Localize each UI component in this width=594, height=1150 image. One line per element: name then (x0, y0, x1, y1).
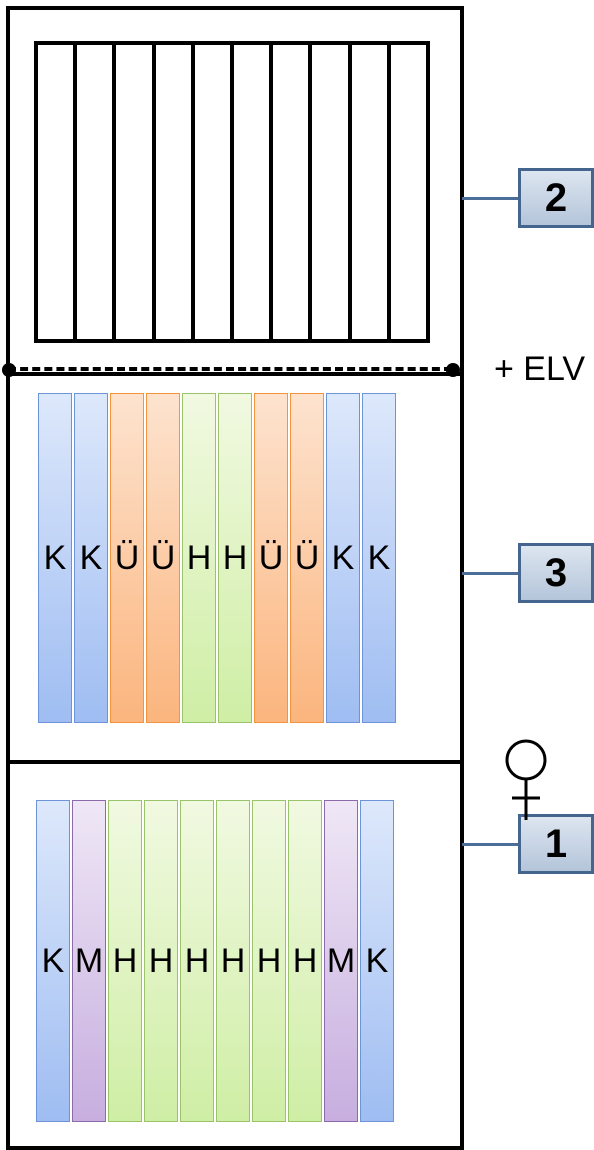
strip-letter: H (112, 941, 138, 980)
strip-h: H (288, 800, 322, 1122)
strip-k: K (74, 393, 108, 723)
female-symbol-icon (505, 739, 547, 820)
strip-letter: H (292, 941, 318, 980)
strip-u: Ü (110, 393, 144, 723)
strip-k: K (360, 800, 394, 1122)
slat (195, 45, 235, 339)
slat (234, 45, 274, 339)
left-divider-dot (2, 363, 16, 377)
strip-letter: H (256, 941, 282, 980)
strip-letter: K (43, 538, 67, 577)
strip-m: M (72, 800, 106, 1122)
strip-letter: H (184, 941, 210, 980)
connector-bottom (462, 843, 520, 846)
strip-letter: Ü (114, 538, 140, 577)
right-divider-dot (446, 363, 460, 377)
slat (391, 45, 426, 339)
label-box-top: 2 (518, 168, 594, 228)
strip-h: H (180, 800, 214, 1122)
connector-middle (462, 572, 520, 575)
strip-letter: K (367, 538, 391, 577)
unlabeled-slat-group (34, 41, 430, 343)
dashed-divider-line (8, 367, 452, 371)
label-number-middle: 3 (544, 550, 568, 595)
strip-letter: K (365, 941, 389, 980)
strip-h: H (108, 800, 142, 1122)
strip-h: H (218, 393, 252, 723)
strip-letter: H (148, 941, 174, 980)
strip-u: Ü (290, 393, 324, 723)
strip-letter: K (331, 538, 355, 577)
label-number-top: 2 (544, 175, 568, 220)
strip-letter: Ü (150, 538, 176, 577)
strip-u: Ü (146, 393, 180, 723)
label-number-bottom: 1 (544, 821, 568, 866)
strip-letter: H (222, 538, 248, 577)
strip-letter: Ü (258, 538, 284, 577)
slat (156, 45, 195, 339)
connector-top (462, 197, 520, 200)
side-note-text: + ELV (494, 350, 586, 388)
slat (116, 45, 156, 339)
slat (77, 45, 117, 339)
slat (273, 45, 313, 339)
strip-h: H (144, 800, 178, 1122)
label-box-middle: 3 (518, 543, 594, 603)
strip-letter: H (186, 538, 212, 577)
strip-letter: K (79, 538, 103, 577)
strip-letter: K (41, 941, 65, 980)
strip-k: K (326, 393, 360, 723)
strip-h: H (182, 393, 216, 723)
slat (38, 45, 78, 339)
slat (352, 45, 391, 339)
strip-k: K (38, 393, 72, 723)
strip-h: H (252, 800, 286, 1122)
label-box-bottom: 1 (518, 814, 594, 874)
strip-h: H (216, 800, 250, 1122)
strip-m: M (324, 800, 358, 1122)
slat (312, 45, 352, 339)
strip-letter: M (326, 941, 356, 980)
strip-k: K (362, 393, 396, 723)
strip-k: K (36, 800, 70, 1122)
strip-u: Ü (254, 393, 288, 723)
strip-letter: Ü (294, 538, 320, 577)
strip-letter: H (220, 941, 246, 980)
strip-letter: M (74, 941, 104, 980)
